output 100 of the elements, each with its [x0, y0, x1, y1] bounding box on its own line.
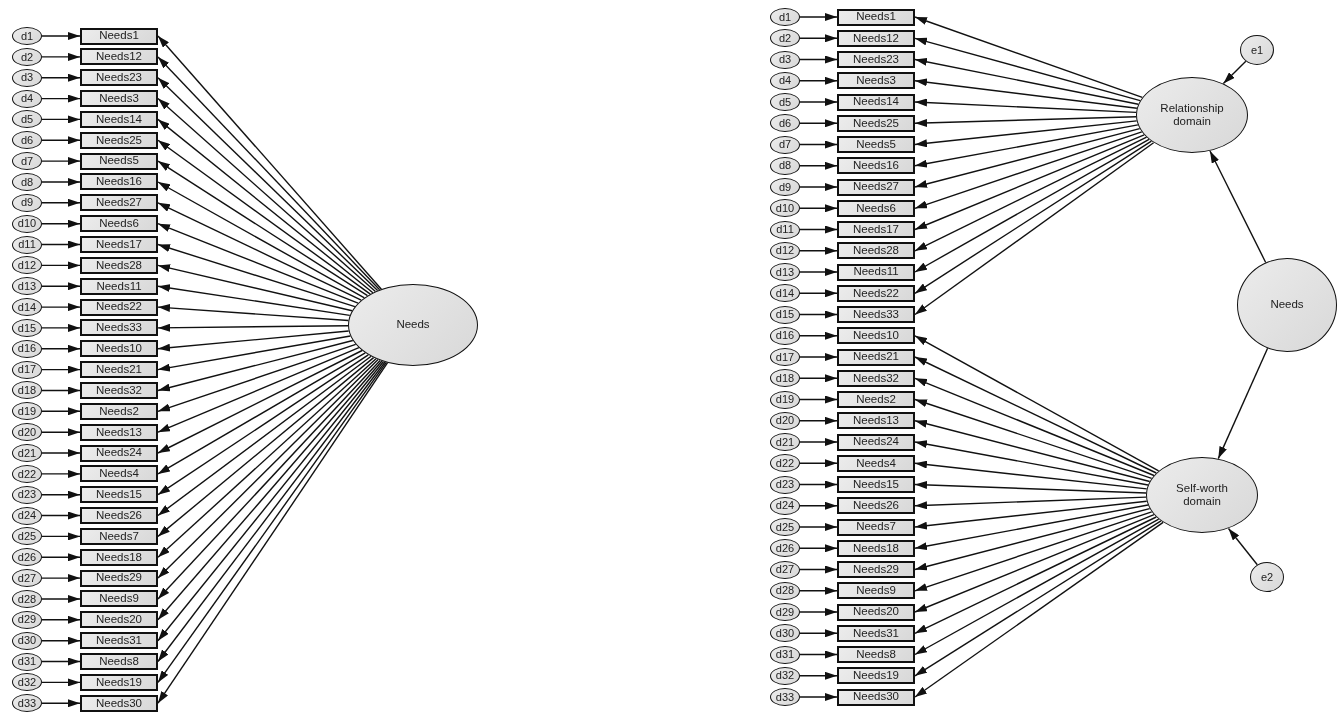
arrow	[157, 223, 359, 304]
error-term-ellipse: d6	[770, 114, 800, 133]
error-term-ellipse: d23	[770, 475, 800, 494]
error-term-ellipse: d17	[12, 360, 42, 379]
latent-variable-ellipse: Needs	[348, 284, 478, 366]
observed-variable-box: Needs7	[837, 518, 915, 536]
observed-variable-box: Needs4	[80, 465, 158, 483]
observed-variable-box: Needs11	[837, 263, 915, 281]
error-term-ellipse: d32	[12, 673, 42, 692]
observed-variable-box: Needs28	[80, 256, 158, 274]
arrow	[799, 374, 838, 383]
error-term-ellipse: d8	[770, 156, 800, 175]
arrow	[41, 407, 81, 416]
arrow	[41, 469, 81, 478]
error-term-ellipse: d22	[770, 454, 800, 473]
observed-variable-box: Needs32	[80, 381, 158, 399]
arrow	[799, 523, 838, 531]
arrow	[41, 157, 81, 166]
error-term-ellipse: d14	[12, 298, 42, 317]
arrow	[914, 511, 1153, 592]
arrow	[41, 323, 81, 332]
error-term-ellipse: d12	[12, 256, 42, 275]
observed-variable-box: Needs25	[837, 114, 915, 132]
error-term-ellipse: d13	[12, 277, 42, 296]
arrow	[41, 240, 81, 249]
observed-variable-box: Needs17	[80, 236, 158, 253]
error-term-ellipse: d5	[770, 93, 800, 111]
arrow	[914, 496, 1147, 510]
arrow	[914, 440, 1149, 486]
error-term-ellipse: d29	[12, 610, 42, 629]
error-term-ellipse: d9	[12, 193, 42, 212]
observed-variable-box: Needs33	[837, 306, 915, 323]
observed-variable-box: Needs5	[80, 152, 158, 170]
observed-variable-box: Needs22	[80, 298, 158, 316]
arrow	[799, 565, 838, 574]
arrow	[914, 78, 1138, 109]
error-term-ellipse: d31	[12, 652, 42, 671]
observed-variable-box: Needs14	[80, 110, 158, 128]
arrow	[799, 98, 838, 106]
arrow	[914, 504, 1149, 551]
error-term-ellipse: d19	[770, 390, 800, 409]
error-term-ellipse: d21	[12, 444, 42, 462]
arrow	[799, 140, 838, 149]
error-term-ellipse: d24	[12, 506, 42, 525]
arrow	[157, 349, 363, 454]
error-term-ellipse: d16	[770, 326, 800, 345]
arrow	[41, 490, 81, 499]
arrow	[914, 37, 1141, 102]
arrow	[799, 310, 838, 319]
arrow	[41, 219, 81, 228]
observed-variable-box: Needs20	[80, 611, 158, 629]
error-term-ellipse: d1	[12, 27, 42, 45]
observed-variable-box: Needs24	[80, 444, 158, 462]
arrow	[799, 161, 838, 170]
arrow	[157, 352, 366, 475]
arrow	[914, 120, 1138, 148]
observed-variable-box: Needs21	[80, 361, 158, 379]
arrow	[157, 347, 360, 433]
observed-variable-box: Needs17	[837, 221, 915, 238]
arrow	[799, 586, 838, 595]
error-term-ellipse: d6	[12, 131, 42, 150]
observed-variable-box: Needs25	[80, 131, 158, 149]
arrow	[799, 289, 838, 298]
observed-variable-box: Needs2	[80, 402, 158, 420]
observed-variable-box: Needs19	[837, 667, 915, 685]
arrow	[157, 330, 350, 352]
arrow	[799, 34, 838, 43]
arrow	[157, 202, 362, 301]
arrow	[914, 518, 1160, 656]
arrow	[41, 32, 81, 40]
error-term-ellipse: d3	[770, 50, 800, 69]
arrow	[41, 615, 81, 624]
arrow	[157, 323, 349, 332]
arrow	[41, 511, 81, 520]
error-term-ellipse: d2	[12, 47, 42, 66]
arrow	[41, 178, 81, 186]
arrow	[157, 264, 353, 312]
arrow	[799, 650, 838, 659]
arrow	[914, 419, 1151, 483]
observed-variable-box: Needs3	[80, 90, 158, 108]
error-term-ellipse: e1	[1240, 35, 1274, 65]
observed-variable-box: Needs12	[837, 29, 915, 47]
latent-variable-ellipse: Relationship domain	[1136, 77, 1248, 153]
observed-variable-box: Needs10	[80, 340, 158, 358]
arrow	[41, 303, 81, 312]
observed-variable-box: Needs24	[837, 433, 915, 451]
error-term-ellipse: d29	[770, 603, 800, 621]
error-term-ellipse: d20	[12, 423, 42, 442]
observed-variable-box: Needs2	[837, 391, 915, 408]
error-term-ellipse: d21	[770, 433, 800, 451]
arrow	[799, 268, 838, 276]
observed-variable-box: Needs32	[837, 369, 915, 387]
error-term-ellipse: d25	[770, 518, 800, 536]
observed-variable-box: Needs33	[80, 319, 158, 337]
arrow	[799, 395, 838, 404]
arrow	[41, 115, 81, 124]
error-term-ellipse: d5	[12, 110, 42, 129]
observed-variable-box: Needs23	[837, 51, 915, 68]
arrow	[157, 335, 352, 372]
arrow	[41, 428, 81, 437]
